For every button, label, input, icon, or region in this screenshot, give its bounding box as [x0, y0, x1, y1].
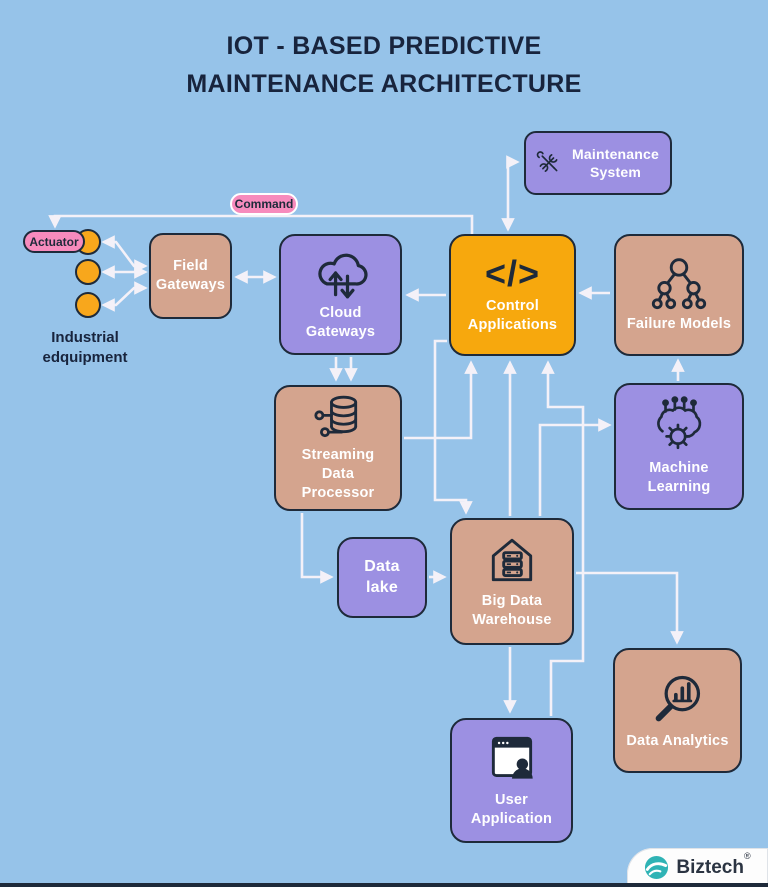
- node-label: Streaming Data Processor: [301, 447, 375, 502]
- title-line-1: IOT - BASED PREDICTIVE: [226, 32, 542, 60]
- industrial-equipment-line1: Industrial: [51, 329, 119, 346]
- node-maintenance-system: Maintenance System: [524, 131, 672, 195]
- node-streaming-data-processor: Streaming Data Processor: [274, 385, 402, 511]
- bottom-border-bar: [0, 883, 768, 887]
- biztech-logo-icon: [645, 855, 669, 880]
- tools-icon: [536, 151, 558, 172]
- industrial-equipment-label: Industrial edquipment: [18, 328, 152, 369]
- node-label: Data Analytics: [626, 732, 729, 749]
- node-failure-models: Failure Models: [614, 234, 744, 356]
- node-data-analytics: Data Analytics: [613, 648, 742, 773]
- diagram-title: IOT - BASED PREDICTIVE MAINTENANCE ARCHI…: [0, 28, 768, 103]
- node-label: Field Gateways: [155, 258, 226, 293]
- node-control-applications: </> Control Applications: [449, 234, 576, 356]
- app-window-user-icon: [491, 736, 533, 779]
- magnifier-chart-icon: [655, 675, 700, 721]
- node-label: Maintenance System: [572, 145, 660, 180]
- wire-control-maintenance: [501, 155, 520, 232]
- wire-control-warehouse: [433, 339, 473, 515]
- node-label: Cloud Gateways: [305, 305, 376, 340]
- industrial-equipment-line2: edquipment: [42, 349, 128, 367]
- database-stream-icon: [314, 395, 358, 438]
- wire-streaming-control: [404, 360, 478, 440]
- node-user-application: User Application: [450, 718, 573, 843]
- wire-streaming-lake: [300, 513, 334, 584]
- actuator-pill: Actuator: [23, 230, 85, 253]
- command-pill: Command: [230, 193, 298, 215]
- title-line-2: MAINTENANCE ARCHITECTURE: [186, 69, 582, 98]
- node-big-data-warehouse: Big Data Warehouse: [450, 518, 574, 645]
- wire-warehouse-analytics: [576, 571, 684, 645]
- code-icon: </>: [484, 252, 541, 294]
- node-label: Control Applications: [467, 297, 558, 333]
- wire-userapp-control: [541, 360, 585, 716]
- wire-equipment3-field: [101, 281, 148, 312]
- node-tree-icon: [651, 258, 707, 310]
- biztech-logo-tab: Biztech®: [627, 848, 768, 887]
- node-label: Failure Models: [626, 316, 732, 333]
- equipment-sensor-circle: [75, 259, 101, 285]
- wire-warehouse-ml: [538, 418, 612, 516]
- node-label: Big Data Warehouse: [472, 593, 552, 628]
- node-field-gateways: Field Gateways: [149, 233, 232, 319]
- warehouse-icon: [491, 538, 533, 582]
- node-label: Machine Learning: [647, 460, 711, 495]
- node-data-lake: Data lake: [337, 537, 427, 618]
- ai-brain-gear-icon: [657, 396, 702, 450]
- node-label: Data lake: [364, 557, 400, 596]
- equipment-sensor-circle: [75, 292, 101, 318]
- registered-mark: ®: [743, 850, 751, 861]
- wire-equipment1-field: [101, 235, 148, 273]
- cloud-sync-icon: [317, 253, 368, 299]
- biztech-logo-text: Biztech®: [676, 851, 750, 879]
- wire-command-to-actuator: [48, 214, 474, 234]
- node-machine-learning: Machine Learning: [614, 383, 744, 510]
- node-label: User Application: [470, 792, 553, 827]
- node-cloud-gateways: Cloud Gateways: [279, 234, 402, 355]
- logo-name: Biztech: [676, 856, 744, 878]
